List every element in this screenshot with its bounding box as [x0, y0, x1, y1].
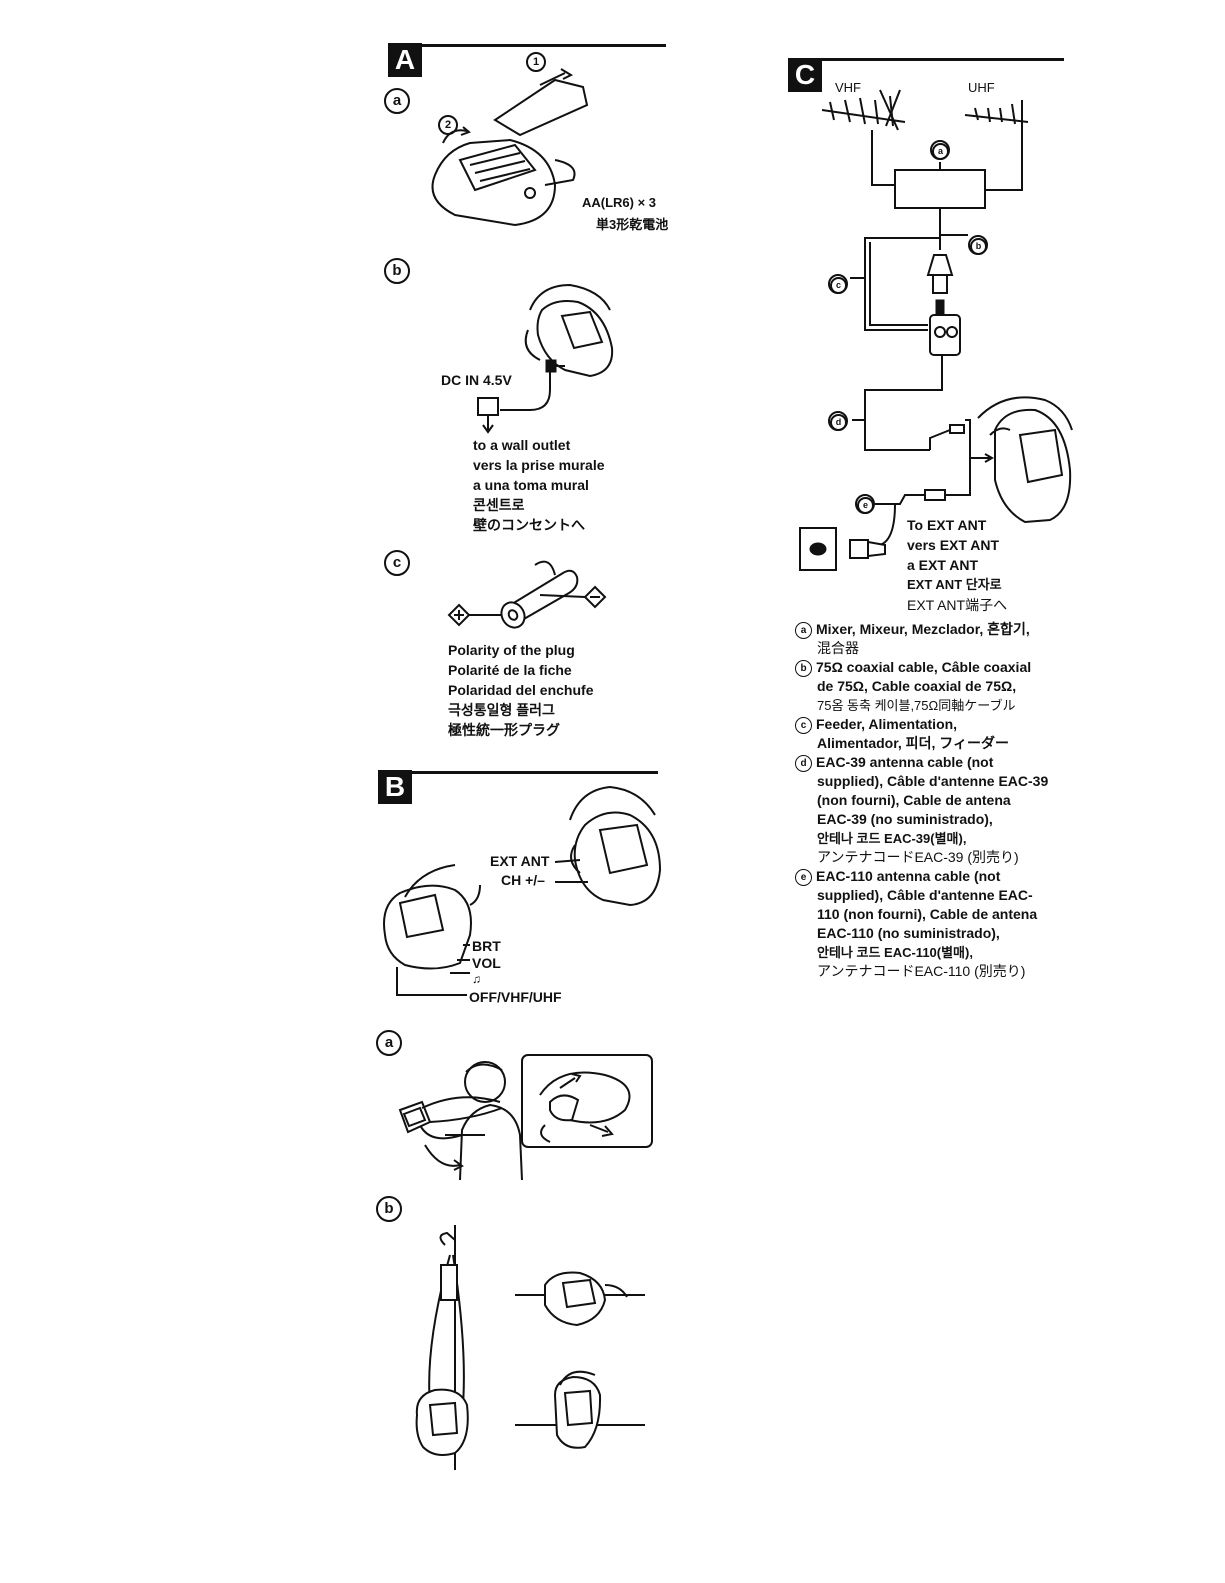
legend-text: EAC-110 (no suministrado),: [817, 925, 1000, 941]
step-1-marker: 1: [526, 52, 546, 72]
wall-outlet-line-ja: 壁のコンセントへ: [473, 517, 585, 533]
section-c-rule: [788, 58, 1064, 61]
legend-text: EAC-110 antenna cable (not: [816, 868, 1001, 884]
section-b-marker: B: [378, 770, 412, 804]
section-b-rule: [378, 771, 658, 774]
legend-mark: e: [795, 869, 812, 886]
section-b-sub-b-marker: b: [376, 1196, 402, 1222]
ch-label: CH +/–: [501, 872, 545, 888]
legend-text: EAC-39 (no suministrado),: [817, 811, 993, 827]
strap-hanging-illustration: [415, 1225, 645, 1470]
brt-label: BRT: [472, 938, 501, 954]
legend-text: 안테나 코드 EAC-39(별매),: [817, 831, 967, 846]
polarity-line-ja: 極性統一形プラグ: [448, 722, 560, 738]
legend-text: (non fourni), Cable de antena: [817, 792, 1011, 808]
legend-text: Alimentador, 피더, フィーダー: [817, 735, 1009, 751]
section-a-sub-a-marker: a: [384, 88, 410, 114]
section-a-rule: [388, 44, 666, 47]
legend-text: 混合器: [817, 640, 859, 656]
ext-ant-line-ja: EXT ANT端子へ: [907, 597, 1008, 613]
power-switch-label: OFF/VHF/UHF: [469, 989, 562, 1005]
feeder-marker: c: [830, 277, 847, 294]
wall-outlet-line-ko: 콘센트로: [473, 497, 525, 513]
legend-text: アンテナコードEAC-39 (別売り): [817, 849, 1019, 865]
polarity-line-ko: 극성통일형 플러그: [448, 702, 555, 718]
legend-text: 안테나 코드 EAC-110(별매),: [817, 945, 973, 960]
wall-outlet-line-en: to a wall outlet: [473, 437, 571, 453]
polarity-line-en: Polarity of the plug: [448, 642, 575, 658]
strap-adjustment-illustration: [398, 1054, 653, 1181]
section-b-sub-a-marker: a: [376, 1030, 402, 1056]
section-a-sub-c-marker: c: [384, 550, 410, 576]
ext-ant-caption: To EXT ANT vers EXT ANT a EXT ANT EXT AN…: [907, 515, 1007, 615]
polarity-line-fr: Polarité de la fiche: [448, 662, 572, 678]
eac110-marker: e: [857, 497, 874, 514]
ext-ant-line-en: To EXT ANT: [907, 517, 987, 533]
legend-text: 75Ω coaxial cable, Câble coaxial: [816, 659, 1032, 675]
mixer-marker: a: [932, 143, 949, 160]
legend-mark: d: [795, 755, 812, 772]
legend-text: 75옴 동축 케이블,75Ω同軸ケーブル: [817, 698, 1016, 713]
wall-outlet-line-es: a una toma mural: [473, 477, 589, 493]
dc-adapter-connection-illustration: [477, 283, 614, 434]
ext-ant-line-es: a EXT ANT: [907, 557, 979, 573]
legend-mark: a: [795, 622, 812, 639]
plug-polarity-illustration: [447, 560, 607, 629]
legend-text: supplied), Câble d'antenne EAC-39: [817, 773, 1049, 789]
coax-cable-marker: b: [970, 238, 987, 255]
wall-outlet-line-fr: vers la prise murale: [473, 457, 605, 473]
uhf-label: UHF: [968, 80, 995, 95]
antenna-connection-diagram: [799, 89, 1073, 571]
legend-text: supplied), Câble d'antenne EAC-: [817, 887, 1033, 903]
legend-text: Feeder, Alimentation,: [816, 716, 958, 732]
ext-ant-line-ko: EXT ANT 단자로: [907, 577, 1002, 592]
legend-mark: c: [795, 717, 812, 734]
tv-controls-illustration: [383, 785, 662, 996]
section-a-marker: A: [388, 43, 422, 77]
eac39-marker: d: [830, 414, 847, 431]
legend-text: アンテナコードEAC-110 (別売り): [817, 963, 1026, 979]
battery-compartment-illustration: [431, 68, 589, 227]
plug-polarity-caption: Polarity of the plug Polarité de la fich…: [448, 640, 593, 740]
ext-ant-line-fr: vers EXT ANT: [907, 537, 1000, 553]
legend-mark: b: [795, 660, 812, 677]
section-c-marker: C: [788, 58, 822, 92]
polarity-line-es: Polaridad del enchufe: [448, 682, 594, 698]
ext-ant-label: EXT ANT: [490, 853, 550, 869]
battery-spec-label-ja: 単3形乾電池: [596, 217, 669, 232]
dc-in-label: DC IN 4.5V: [441, 372, 512, 388]
legend-text: 110 (non fourni), Cable de antena: [817, 906, 1038, 922]
battery-spec-label: AA(LR6) × 3: [582, 195, 657, 210]
legend-text: de 75Ω, Cable coaxial de 75Ω,: [817, 678, 1017, 694]
vol-label: VOL: [472, 955, 501, 971]
vhf-label: VHF: [835, 80, 861, 95]
section-a-sub-b-marker: b: [384, 258, 410, 284]
legend-text: EAC-39 antenna cable (not: [816, 754, 994, 770]
legend-text: Mixer, Mixeur, Mezclador, 혼합기,: [816, 621, 1030, 637]
wall-outlet-caption: to a wall outlet vers la prise murale a …: [473, 435, 605, 535]
headphone-icon: ♫: [472, 972, 481, 986]
